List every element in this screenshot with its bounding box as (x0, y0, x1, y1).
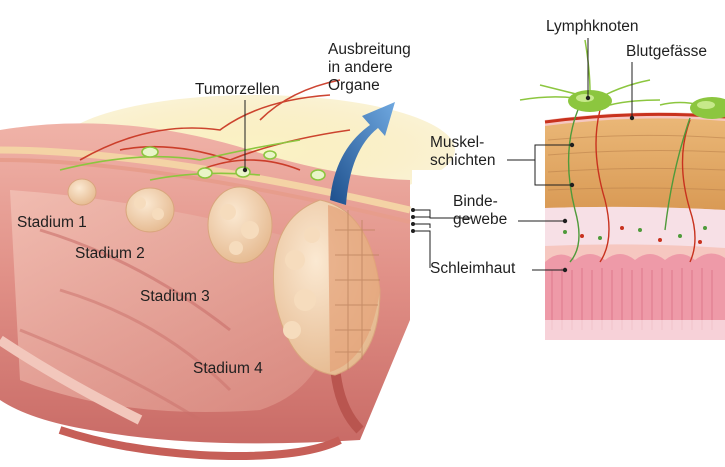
tumor-stage-3 (208, 187, 272, 263)
label-bindegewebe: Binde- gewebe (453, 193, 507, 229)
tumor-stage-2 (126, 188, 174, 232)
label-stadium-2: Stadium 2 (75, 245, 145, 263)
colon-tube (0, 95, 455, 456)
label-stadium-4: Stadium 4 (193, 360, 263, 378)
label-ausbreitung: Ausbreitung in andere Organe (328, 41, 411, 95)
label-muskelschichten: Muskel- schichten (430, 134, 495, 170)
label-lymphknoten: Lymphknoten (546, 18, 639, 36)
label-stadium-3: Stadium 3 (140, 288, 210, 306)
label-tumorzellen: Tumorzellen (195, 81, 280, 99)
tissue-section (545, 105, 725, 340)
label-blutgefaesse: Blutgefässe (626, 43, 707, 61)
label-stadium-1: Stadium 1 (17, 214, 87, 232)
tumor-stage-1 (68, 179, 96, 205)
label-schleimhaut: Schleimhaut (430, 260, 515, 278)
